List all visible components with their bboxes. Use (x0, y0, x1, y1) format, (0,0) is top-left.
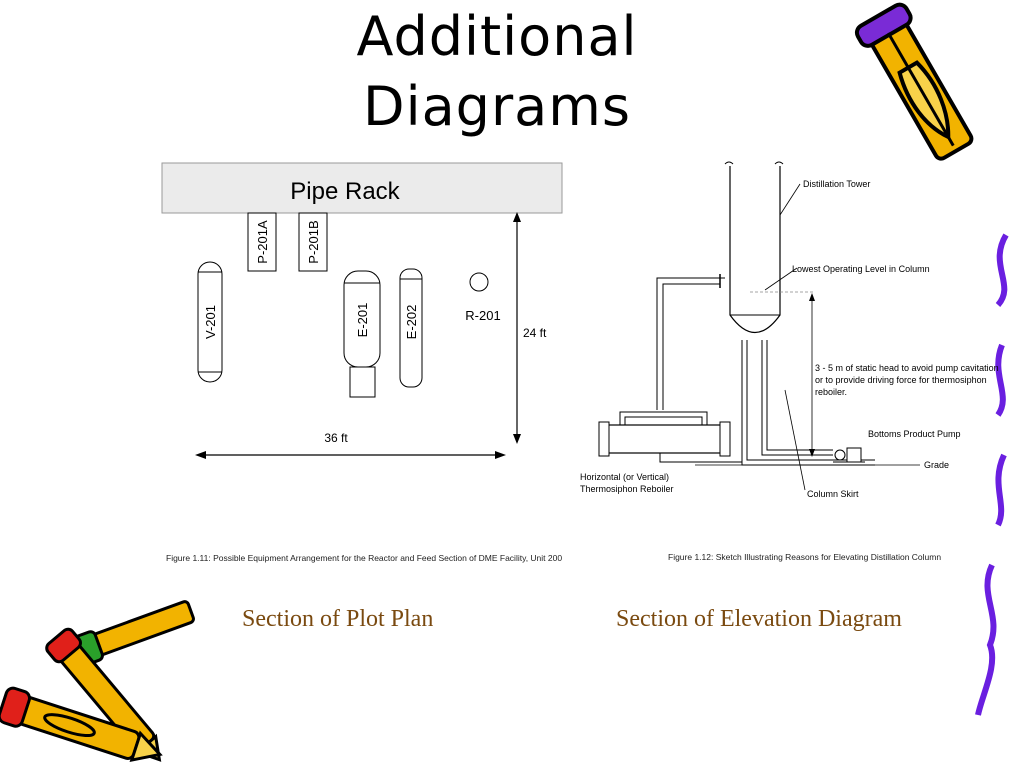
label-lowest-level: Lowest Operating Level in Column (792, 264, 930, 274)
plot-plan-diagram: Pipe Rack P-201A P-201B V-201 E-201 E-20… (161, 162, 563, 459)
label-static-head-2: or to provide driving force for thermosi… (815, 375, 987, 385)
section-plot-plan-caption: Section of Plot Plan (242, 606, 434, 632)
label-column-skirt: Column Skirt (807, 489, 859, 499)
exchanger-e201-label: E-201 (355, 303, 370, 338)
pump-p201a (247, 212, 277, 272)
bottoms-product-pump (846, 447, 862, 463)
purple-brace-icon (975, 233, 1009, 716)
vessel-v201 (197, 261, 223, 383)
label-reboiler-1: Horizontal (or Vertical) (580, 472, 669, 482)
label-static-head-1: 3 - 5 m of static head to avoid pump cav… (815, 363, 999, 373)
label-reboiler-2: Thermosiphon Reboiler (580, 484, 674, 494)
figure-1-11-caption: Figure 1.11: Possible Equipment Arrangem… (166, 553, 563, 563)
dimension-24ft: 24 ft (523, 326, 547, 340)
elevation-diagram: Distillation Tower Lowest Operating Leve… (580, 161, 999, 499)
reactor-r201 (469, 272, 489, 292)
pump-p201b-label: P-201B (306, 220, 321, 263)
figure-1-12-caption: Figure 1.12: Sketch Illustrating Reasons… (668, 552, 942, 562)
slide-title: Additional Diagrams (262, 2, 732, 142)
distillation-tower (729, 166, 781, 333)
vessel-v201-label: V-201 (203, 305, 218, 339)
pump-p201b (298, 212, 328, 272)
exchanger-e202-label: E-202 (404, 305, 419, 340)
title-line-2: Diagrams (363, 75, 631, 138)
label-grade: Grade (924, 460, 949, 470)
pump-p201a-label: P-201A (255, 220, 270, 264)
label-bottoms-pump: Bottoms Product Pump (868, 429, 961, 439)
pencil-icon (854, 2, 974, 161)
title-line-1: Additional (356, 5, 638, 68)
label-distillation-tower: Distillation Tower (803, 179, 870, 189)
reactor-r201-label: R-201 (465, 308, 500, 323)
pencil-cluster-icon (0, 600, 195, 763)
exchanger-e202 (399, 268, 423, 388)
thermosiphon-reboiler (606, 424, 723, 454)
section-elevation-caption: Section of Elevation Diagram (616, 606, 902, 632)
pipe-rack-label: Pipe Rack (290, 178, 400, 205)
pipe-rack (161, 162, 563, 214)
dimension-36ft: 36 ft (324, 431, 348, 445)
label-static-head-3: reboiler. (815, 387, 847, 397)
